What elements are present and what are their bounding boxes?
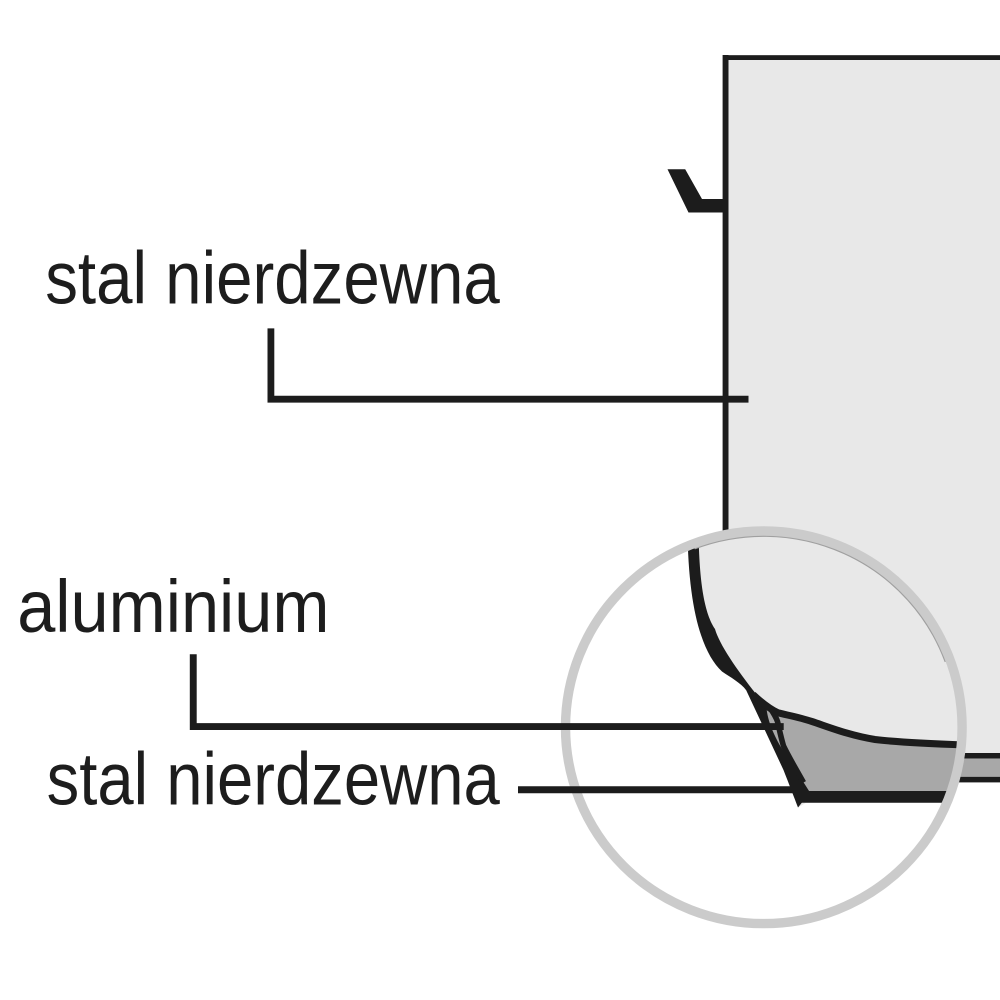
- svg-text:stal nierdzewna: stal nierdzewna: [47, 738, 501, 821]
- svg-text:aluminium: aluminium: [17, 565, 329, 648]
- svg-text:stal nierdzewna: stal nierdzewna: [45, 237, 500, 320]
